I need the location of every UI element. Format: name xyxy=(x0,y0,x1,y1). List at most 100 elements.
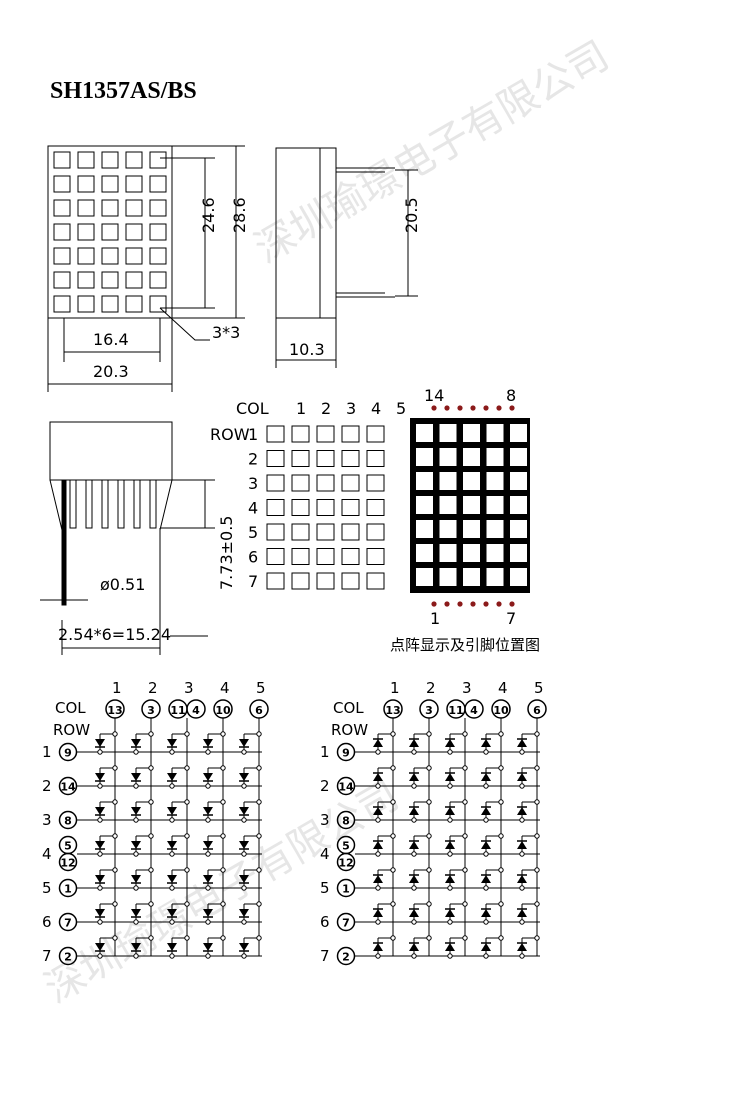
matrix-cell xyxy=(291,499,310,516)
schematic-diode xyxy=(239,841,249,849)
schematic-junction xyxy=(256,731,262,737)
schematic-junction xyxy=(148,901,154,907)
schematic-diode xyxy=(203,943,213,951)
pin-view-cell xyxy=(416,448,433,466)
schematic-junction xyxy=(519,885,525,891)
schematic-junction xyxy=(97,953,103,959)
schematic-junction xyxy=(498,731,504,737)
schematic-junction xyxy=(447,851,453,857)
front-dot xyxy=(77,223,95,241)
schematic-col-pin xyxy=(464,699,484,719)
matrix-cell xyxy=(266,523,285,541)
front-dot xyxy=(149,151,167,169)
matrix-col-number: 5 xyxy=(396,399,406,418)
front-dot xyxy=(77,175,95,193)
schematic-diode xyxy=(445,841,455,849)
schematic-diode xyxy=(131,773,141,781)
pin-dot-bottom xyxy=(483,601,489,607)
schematic-row-pin xyxy=(58,912,78,932)
pin-view-cell xyxy=(439,544,457,562)
schematic-diode xyxy=(203,875,213,883)
dim-pin-diameter: ø0.51 xyxy=(100,575,145,594)
matrix-row-number: 1 xyxy=(248,425,258,444)
dim-pin-height: 20.5 xyxy=(402,197,421,233)
front-dot xyxy=(101,295,119,313)
schematic-diode xyxy=(167,773,177,781)
schematic-junction xyxy=(447,885,453,891)
schematic-junction xyxy=(112,799,118,805)
schematic-junction xyxy=(169,851,175,857)
pin-view-cell xyxy=(463,496,480,514)
front-dot xyxy=(53,199,71,217)
front-dot xyxy=(125,175,143,193)
schematic-junction xyxy=(462,833,468,839)
dim-height-inner: 24.6 xyxy=(199,197,218,233)
schematic-diode xyxy=(167,909,177,917)
schematic-col-number: 1 xyxy=(112,679,122,697)
pin-dot-top xyxy=(496,405,502,411)
matrix-col-number: 3 xyxy=(346,399,356,418)
matrix-cell xyxy=(291,523,310,541)
matrix-cell xyxy=(291,450,310,467)
pin-view-caption: 点阵显示及引脚位置图 xyxy=(390,636,540,654)
front-dot xyxy=(149,175,167,193)
dim-pin-pitch: 2.54*6=15.24 xyxy=(58,625,171,644)
schematic-junction xyxy=(112,731,118,737)
schematic-junction xyxy=(411,783,417,789)
matrix-cell xyxy=(316,425,335,443)
front-view xyxy=(47,145,245,392)
schematic-col-number: 3 xyxy=(184,679,194,697)
schematic-junction xyxy=(519,783,525,789)
schematic-junction xyxy=(498,765,504,771)
schematic-junction xyxy=(426,731,432,737)
schematic-diode xyxy=(445,739,455,747)
schematic-diode xyxy=(131,807,141,815)
schematic-junction xyxy=(462,867,468,873)
schematic-col-pin-number: 13 xyxy=(385,704,400,717)
pin-label-14: 14 xyxy=(424,386,444,405)
schematic-diode xyxy=(445,875,455,883)
matrix-cell xyxy=(366,523,385,541)
schematic-diode xyxy=(203,739,213,747)
schematic-junction xyxy=(256,867,262,873)
schematic-junction xyxy=(205,885,211,891)
schematic-col-pin-number: 10 xyxy=(493,704,509,717)
schematic-col-pin-number: 3 xyxy=(425,704,433,717)
schematic-junction xyxy=(184,867,190,873)
matrix-row-number: 4 xyxy=(248,499,258,518)
schematic-junction xyxy=(112,901,118,907)
schematic-row-pin-number: 12 xyxy=(338,857,353,870)
schematic-row-pin xyxy=(336,912,356,932)
schematic-junction xyxy=(220,833,226,839)
schematic-row-pin-number: 14 xyxy=(338,781,354,794)
schematic-diode xyxy=(409,739,419,747)
schematic-junction xyxy=(97,919,103,925)
matrix-cell xyxy=(316,548,335,565)
schematic-col-label: COL xyxy=(55,699,86,717)
schematic-row-number: 6 xyxy=(320,913,330,931)
matrix-cells xyxy=(266,425,385,590)
schematic-row-pin-number: 14 xyxy=(60,781,76,794)
schematic-junction xyxy=(133,749,139,755)
schematic-junction xyxy=(148,731,154,737)
schematic-diode xyxy=(131,739,141,747)
pin-view-cell xyxy=(463,448,480,466)
matrix-cell xyxy=(291,474,310,492)
schematic-junction xyxy=(447,817,453,823)
schematic-row-number: 3 xyxy=(42,811,52,829)
schematic-junction xyxy=(256,765,262,771)
pin-view-cell xyxy=(463,544,480,562)
schematic-diode xyxy=(517,739,527,747)
pin-view-cell xyxy=(439,520,457,538)
schematic-row-pin xyxy=(58,946,78,966)
schematic-diode xyxy=(167,807,177,815)
schematic-junction xyxy=(498,935,504,941)
schematic-junction xyxy=(426,935,432,941)
schematic-diode xyxy=(517,943,527,951)
matrix-cell xyxy=(316,450,335,467)
schematic-junction xyxy=(169,749,175,755)
schematic-diode xyxy=(239,875,249,883)
matrix-cell xyxy=(341,499,360,516)
schematic-junction xyxy=(184,833,190,839)
